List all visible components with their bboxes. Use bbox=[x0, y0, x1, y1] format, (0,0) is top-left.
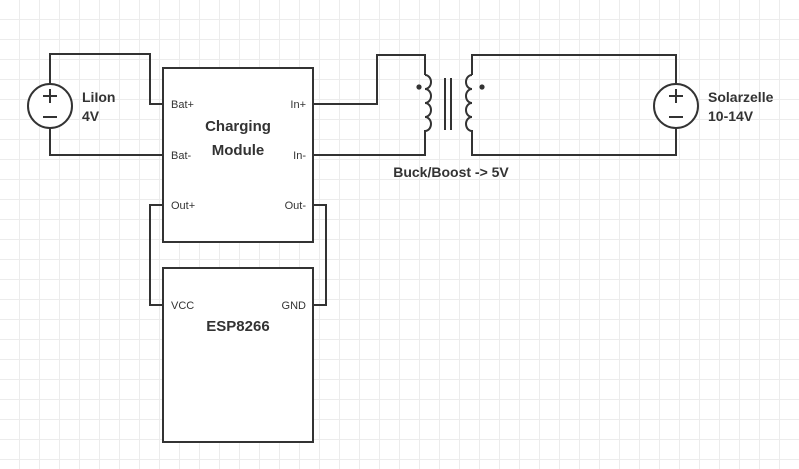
charging-module[interactable]: Charging Module Bat+ Bat- In+ In- Out+ O… bbox=[162, 67, 314, 243]
solar-label-line2: 10-14V bbox=[708, 108, 754, 124]
charging-module-title-line2: Module bbox=[212, 142, 265, 159]
charging-module-title-line1: Charging bbox=[205, 118, 271, 135]
polarity-dot-left bbox=[416, 84, 422, 90]
solar-label-line1: Solarzelle bbox=[708, 89, 774, 105]
pin-out-plus: Out+ bbox=[171, 200, 195, 212]
pin-in-minus: In- bbox=[293, 150, 306, 162]
battery-symbol bbox=[27, 83, 73, 129]
battery-label-line1: LiIon bbox=[82, 89, 115, 105]
transformer-symbol bbox=[416, 74, 485, 132]
wire-in-plus bbox=[313, 54, 426, 105]
converter-label: Buck/Boost -> 5V bbox=[393, 164, 509, 180]
pin-vcc: VCC bbox=[171, 300, 194, 312]
esp8266-box[interactable] bbox=[162, 267, 314, 443]
wire-out-minus-gnd bbox=[313, 204, 327, 306]
secondary-coil bbox=[465, 74, 473, 132]
pin-in-plus: In+ bbox=[290, 99, 306, 111]
pin-bat-minus: Bat- bbox=[171, 150, 192, 162]
wires bbox=[49, 53, 677, 306]
primary-coil bbox=[424, 74, 432, 132]
battery-label-line2: 4V bbox=[82, 108, 100, 124]
wire-battery-minus bbox=[49, 128, 163, 156]
wire-out-plus-vcc bbox=[149, 204, 163, 306]
polarity-dot-right bbox=[479, 84, 485, 90]
pin-gnd: GND bbox=[282, 300, 307, 312]
pin-out-minus: Out- bbox=[285, 200, 307, 212]
solar-symbol bbox=[653, 83, 699, 129]
esp8266-title: ESP8266 bbox=[206, 318, 269, 335]
wire-in-minus bbox=[313, 130, 426, 156]
wire-solar-plus bbox=[471, 54, 677, 84]
pin-bat-plus: Bat+ bbox=[171, 99, 194, 111]
battery-source bbox=[27, 83, 73, 129]
charging-module-box[interactable] bbox=[162, 67, 314, 243]
wire-solar-minus bbox=[471, 128, 677, 156]
wire-battery-plus bbox=[49, 53, 163, 105]
esp8266-module[interactable]: ESP8266 VCC GND bbox=[162, 267, 314, 443]
solar-source bbox=[653, 83, 699, 129]
